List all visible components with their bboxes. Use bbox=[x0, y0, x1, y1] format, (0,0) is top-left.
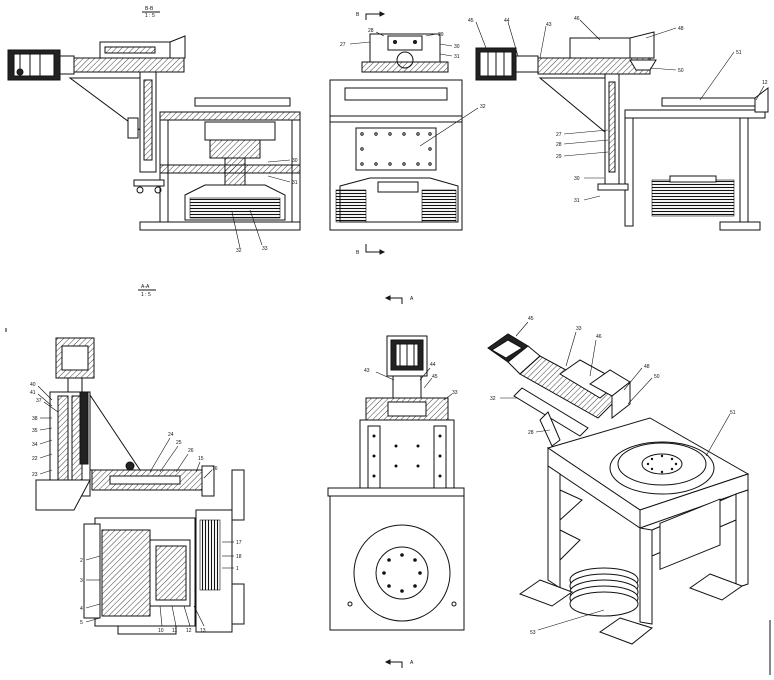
section-bb-denominator: 1 : 5 bbox=[145, 13, 155, 19]
balloon-v4-o: 18 bbox=[236, 554, 242, 560]
section-aa-denominator: 1 : 5 bbox=[141, 292, 151, 298]
balloon-v1-a: 30 bbox=[292, 158, 298, 164]
balloon-v4-a: 40 bbox=[30, 382, 36, 388]
balloon-v1-d: 33 bbox=[262, 246, 268, 252]
access-panel bbox=[355, 127, 437, 171]
linear-rail bbox=[73, 57, 185, 73]
balloon-v6-i: 53 bbox=[530, 630, 536, 636]
balloon-v3-d: 46 bbox=[574, 16, 580, 22]
view-isometric: 45 33 46 48 50 51 32 28 53 bbox=[487, 316, 750, 645]
balloon-v6-e: 50 bbox=[654, 374, 660, 380]
view-a-top-label: A bbox=[410, 296, 414, 302]
balloon-v4-c: 37 bbox=[36, 398, 42, 404]
view-side: 45 44 43 46 48 50 51 12 27 28 29 30 31 bbox=[468, 16, 769, 231]
balloon-v4-w: 12 bbox=[186, 628, 192, 634]
balloon-v3-l: 30 bbox=[574, 176, 580, 182]
view-b-top-label: B bbox=[356, 12, 360, 18]
balloon-v3-g: 51 bbox=[736, 50, 742, 56]
balloon-v3-i: 27 bbox=[556, 132, 562, 138]
view-a-bottom-label: A bbox=[410, 660, 414, 666]
balloon-v3-h: 12 bbox=[762, 80, 768, 86]
balloon-v4-l: 15 bbox=[198, 456, 204, 462]
balloon-v6-h: 28 bbox=[528, 430, 534, 436]
section-bb-numerator: B-B bbox=[145, 6, 154, 12]
rotary-table bbox=[194, 97, 291, 107]
bellows-side bbox=[651, 179, 735, 217]
section-aa-numerator: A-A bbox=[141, 284, 150, 290]
view-front-b: B B 27 28 29 30 31 bbox=[329, 11, 486, 256]
balloon-v3-k: 29 bbox=[556, 154, 562, 160]
view-b-bottom-label: B bbox=[356, 250, 360, 256]
balloon-v3-j: 28 bbox=[556, 142, 562, 148]
view-section-bb: B-B 1 : 5 30 bbox=[7, 6, 301, 254]
motor-connector bbox=[16, 68, 24, 76]
balloon-v4-b: 41 bbox=[30, 390, 36, 396]
balloon-v4-s: 4 bbox=[80, 606, 83, 612]
balloon-v5-a: 43 bbox=[364, 368, 370, 374]
balloon-v4-n: 17 bbox=[236, 540, 242, 546]
side-panel-isometric bbox=[659, 498, 721, 571]
balloon-v5-d: 33 bbox=[452, 390, 458, 396]
balloon-v3-b: 44 bbox=[504, 18, 510, 24]
balloon-v4-p: 1 bbox=[236, 566, 239, 572]
balloon-v2-d: 30 bbox=[454, 44, 460, 50]
balloon-v3-e: 48 bbox=[678, 26, 684, 32]
balloon-v6-d: 48 bbox=[644, 364, 650, 370]
balloon-v4-f: 34 bbox=[32, 442, 38, 448]
view-section-aa: A-A 1 : 5 40 41 37 bbox=[5, 284, 245, 635]
balloon-v2-f: 32 bbox=[480, 104, 486, 110]
balloon-v4-m: 16 bbox=[212, 466, 218, 472]
balloon-v3-c: 43 bbox=[546, 22, 552, 28]
balloon-v4-e: 35 bbox=[32, 428, 38, 434]
balloon-v3-a: 45 bbox=[468, 18, 474, 24]
frame-top-plate bbox=[159, 111, 301, 121]
base-plate bbox=[139, 221, 301, 231]
balloon-v1-b: 31 bbox=[292, 180, 298, 186]
balloon-v6-b: 33 bbox=[576, 326, 582, 332]
vertical-screw bbox=[57, 395, 69, 493]
bellows-isometric bbox=[569, 567, 639, 617]
balloon-v4-h: 23 bbox=[32, 472, 38, 478]
balloon-v4-i: 24 bbox=[168, 432, 174, 438]
balloon-v2-a: 27 bbox=[340, 42, 346, 48]
slide-carriage-side bbox=[569, 37, 631, 59]
balloon-v6-f: 51 bbox=[730, 410, 736, 416]
balloon-v4-u: 10 bbox=[158, 628, 164, 634]
balloon-v2-c: 29 bbox=[438, 32, 444, 38]
balloon-v6-c: 46 bbox=[596, 334, 602, 340]
balloon-v6-g: 32 bbox=[490, 396, 496, 402]
balloon-v4-d: 38 bbox=[32, 416, 38, 422]
balloon-v5-c: 45 bbox=[432, 374, 438, 380]
balloon-v3-f: 50 bbox=[678, 68, 684, 74]
balloon-v3-m: 31 bbox=[574, 198, 580, 204]
balloon-v4-j: 25 bbox=[176, 440, 182, 446]
balloon-v2-e: 31 bbox=[454, 54, 460, 60]
bellows-left bbox=[335, 189, 367, 223]
balloon-v4-v: 11 bbox=[172, 628, 177, 634]
bellows-section bbox=[199, 519, 221, 591]
view-top-a: A A 43 44 bbox=[327, 295, 465, 668]
balloon-v1-c: 32 bbox=[236, 248, 242, 254]
balloon-v4-q: 2 bbox=[80, 558, 83, 564]
balloon-v2-b: 28 bbox=[368, 28, 374, 34]
balloon-v4-x: 13 bbox=[200, 628, 206, 634]
table-top-side bbox=[661, 97, 757, 107]
balloon-v4-k: 26 bbox=[188, 448, 194, 454]
balloon-v4-r: 3 bbox=[80, 578, 83, 584]
balloon-v6-a: 45 bbox=[528, 316, 534, 322]
balloon-v5-b: 44 bbox=[430, 362, 436, 368]
balloon-v4-g: 22 bbox=[32, 456, 38, 462]
balloon-v4-t: 5 bbox=[80, 620, 83, 626]
